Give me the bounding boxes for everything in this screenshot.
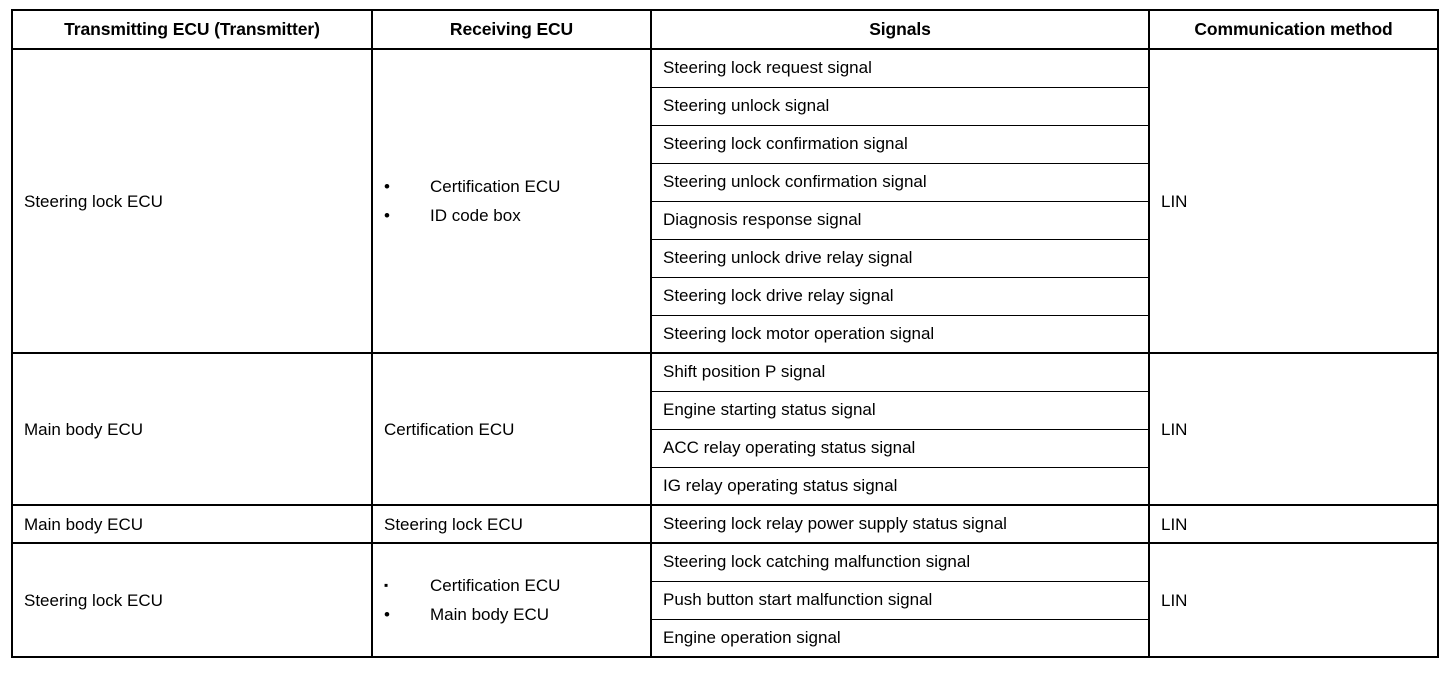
signal-label: Engine operation signal xyxy=(663,627,841,647)
signal-cell: Steering lock catching malfunction signa… xyxy=(650,542,1150,582)
receiving-ecu-label: Certification ECU xyxy=(430,576,561,595)
list-item: • Certification ECU xyxy=(384,172,650,201)
signal-label: Steering lock catching malfunction signa… xyxy=(663,552,971,572)
signal-label: Steering unlock drive relay signal xyxy=(663,248,913,267)
table-row: Steering lock confirmation signal xyxy=(12,124,1438,164)
receiving-ecu-cell: Steering lock ECU xyxy=(371,504,652,544)
signal-cell: Engine operation signal xyxy=(650,618,1150,658)
communication-method-label: LIN xyxy=(1161,514,1188,534)
signal-label: ACC relay operating status signal xyxy=(663,438,916,457)
column-header-receiving-ecu: Receiving ECU xyxy=(371,9,652,50)
receiving-ecu-label: Main body ECU xyxy=(430,605,550,624)
signal-label: Steering unlock signal xyxy=(663,96,830,115)
table-row: Steering lock drive relay signal xyxy=(12,276,1438,316)
signal-cell: Diagnosis response signal xyxy=(650,200,1150,240)
signal-label: Push button start malfunction signal xyxy=(663,590,933,609)
signal-label: Steering lock relay power supply status … xyxy=(663,514,1007,533)
bullet-icon: • xyxy=(384,177,390,196)
bullet-icon: • xyxy=(384,206,390,225)
bullet-icon: • xyxy=(384,605,390,624)
communication-method-cell: LIN xyxy=(1148,542,1439,658)
table-header: Transmitting ECU (Transmitter) Receiving… xyxy=(11,9,1439,50)
signal-cell: Steering lock confirmation signal xyxy=(650,124,1150,164)
signal-label: Steering lock drive relay signal xyxy=(663,286,894,305)
list-item: ▪ Certification ECU xyxy=(384,571,650,600)
table-row: Steering unlock signal xyxy=(12,86,1438,126)
signal-cell: Steering unlock confirmation signal xyxy=(650,162,1150,202)
communication-method-label: LIN xyxy=(1161,590,1188,610)
signal-cell: Steering unlock drive relay signal xyxy=(650,238,1150,278)
signal-label: Steering lock request signal xyxy=(663,58,872,78)
communication-method-cell: LIN xyxy=(1148,504,1439,544)
signal-cell: Steering lock motor operation signal xyxy=(650,314,1150,354)
transmitting-ecu-label: Main body ECU xyxy=(24,419,144,439)
transmitting-ecu-cell: Main body ECU xyxy=(11,504,373,544)
signal-cell: Steering unlock signal xyxy=(650,86,1150,126)
signal-cell: IG relay operating status signal xyxy=(650,466,1150,506)
table-row: Engine operation signal xyxy=(12,618,1438,658)
signal-cell: Shift position P signal xyxy=(650,352,1150,392)
communication-method-label: LIN xyxy=(1161,191,1188,211)
signal-label: Steering lock confirmation signal xyxy=(663,134,908,153)
signal-label: Steering lock motor operation signal xyxy=(663,323,935,343)
list-item: • ID code box xyxy=(384,201,650,230)
signal-cell: Push button start malfunction signal xyxy=(650,580,1150,620)
communication-method-cell: LIN xyxy=(1148,48,1439,354)
table-row: ACC relay operating status signal xyxy=(12,428,1438,468)
table-row: Steering lock ECU ▪ Certification ECU • Main… xyxy=(11,542,1439,658)
signal-cell: Steering lock relay power supply status … xyxy=(650,504,1150,544)
transmitting-ecu-label: Main body ECU xyxy=(24,514,144,534)
table-row: Engine starting status signal xyxy=(12,390,1438,430)
list-item: • Main body ECU xyxy=(384,600,650,629)
signal-cell: Engine starting status signal xyxy=(650,390,1150,430)
ecu-communication-table-wrapper: Transmitting ECU (Transmitter) Receiving… xyxy=(11,9,1439,671)
table-row: Push button start malfunction signal xyxy=(12,580,1438,620)
receiving-ecu-cell: • Certification ECU • ID code box xyxy=(371,48,652,354)
column-header-transmitting-ecu: Transmitting ECU (Transmitter) xyxy=(11,9,373,50)
table-row: Steering lock ECU • Certification ECU • ID c… xyxy=(11,48,1439,354)
signal-label: Shift position P signal xyxy=(663,362,826,382)
receiving-ecu-cell: Certification ECU xyxy=(371,352,652,506)
signal-cell: Steering lock drive relay signal xyxy=(650,276,1150,316)
table-row: Steering unlock drive relay signal xyxy=(12,238,1438,278)
receiving-ecu-list: ▪ Certification ECU • Main body ECU xyxy=(384,571,650,629)
communication-method-label: LIN xyxy=(1161,419,1188,439)
table-row: IG relay operating status signal xyxy=(12,466,1438,506)
bullet-icon: ▪ xyxy=(384,578,389,592)
receiving-ecu-list: • Certification ECU • ID code box xyxy=(384,172,650,230)
transmitting-ecu-cell: Steering lock ECU xyxy=(11,542,373,658)
communication-method-cell: LIN xyxy=(1148,352,1439,506)
signal-cell: Steering lock request signal xyxy=(650,48,1150,88)
signal-label: Diagnosis response signal xyxy=(663,210,862,229)
receiving-ecu-label: Certification ECU xyxy=(384,419,515,439)
table-body: Steering lock ECU • Certification ECU • ID c… xyxy=(11,48,1439,658)
transmitting-ecu-cell: Main body ECU xyxy=(11,352,373,506)
transmitting-ecu-cell: Steering lock ECU xyxy=(11,48,373,354)
column-header-signals: Signals xyxy=(650,9,1150,50)
table-row: Main body ECU Certification ECU Shift posi… xyxy=(11,352,1439,506)
receiving-ecu-label: Steering lock ECU xyxy=(384,514,523,534)
transmitting-ecu-label: Steering lock ECU xyxy=(24,191,163,211)
signal-label: Steering unlock confirmation signal xyxy=(663,172,927,191)
signal-cell: ACC relay operating status signal xyxy=(650,428,1150,468)
header-row: Transmitting ECU (Transmitter) Receiving… xyxy=(11,9,1439,50)
table-row: Main body ECU Steering lock ECU Steering l… xyxy=(11,504,1439,544)
receiving-ecu-cell: ▪ Certification ECU • Main body ECU xyxy=(371,542,652,658)
receiving-ecu-label: ID code box xyxy=(430,206,521,225)
signal-label: Engine starting status signal xyxy=(663,400,876,419)
ecu-communication-table: Transmitting ECU (Transmitter) Receiving… xyxy=(11,9,1439,658)
column-header-communication-method: Communication method xyxy=(1148,9,1439,50)
signal-label: IG relay operating status signal xyxy=(663,475,898,495)
table-row: Steering lock motor operation signal xyxy=(12,314,1438,354)
receiving-ecu-label: Certification ECU xyxy=(430,177,561,196)
transmitting-ecu-label: Steering lock ECU xyxy=(24,590,163,610)
table-row: Diagnosis response signal xyxy=(12,200,1438,240)
